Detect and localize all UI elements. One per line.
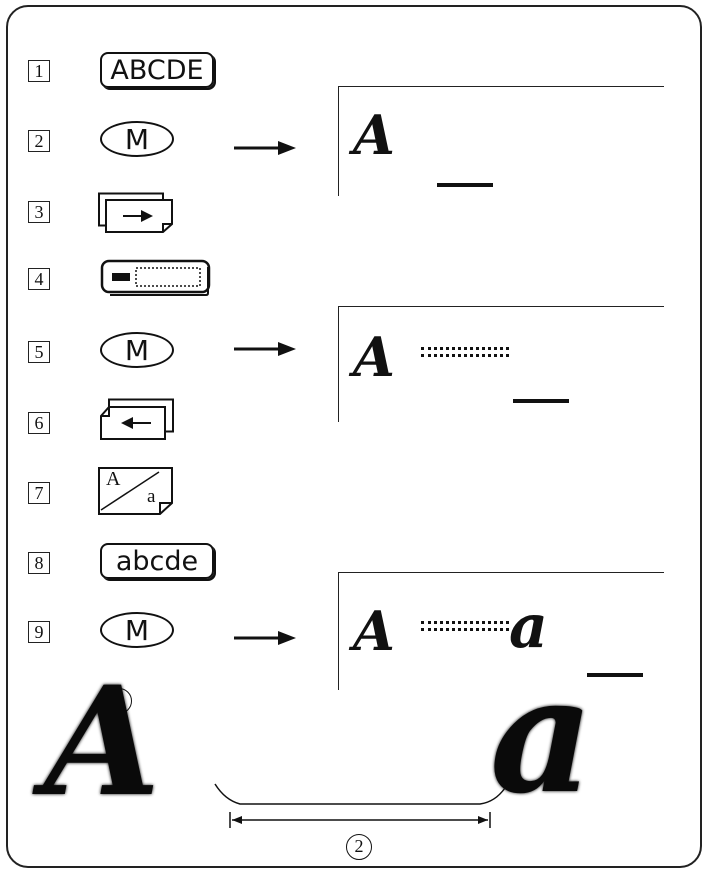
callout-1: 1 (106, 688, 132, 714)
display-glyph: A (353, 599, 395, 663)
case-toggle-icon (98, 467, 173, 515)
step-number: 4 (28, 268, 50, 290)
step-number: 3 (28, 201, 50, 223)
previous-page-icon (100, 398, 174, 440)
space-dots (421, 347, 509, 357)
text-cursor (587, 673, 643, 677)
step-number: 1 (28, 60, 50, 82)
step-number: 5 (28, 341, 50, 363)
callout-2: 2 (346, 834, 372, 860)
memory-key[interactable]: M (100, 332, 174, 368)
lcd-display: A (338, 306, 664, 422)
lcd-display: A (338, 86, 664, 196)
memory-key[interactable]: M (100, 121, 174, 157)
text-cursor (513, 399, 569, 403)
right-arrow-icon (234, 631, 296, 645)
text-cursor (437, 183, 493, 187)
display-glyph: A (353, 103, 395, 167)
next-page-icon (98, 192, 173, 233)
instruction-frame (6, 5, 702, 868)
space-dots (421, 621, 509, 631)
lowercase-key[interactable]: abcde (100, 543, 214, 579)
right-arrow-icon (234, 141, 296, 155)
uppercase-key[interactable]: ABCDE (100, 52, 214, 88)
step-number: 6 (28, 412, 50, 434)
case-toggle-key[interactable]: A a (97, 466, 175, 516)
right-arrow-icon (234, 342, 296, 356)
display-glyph: A (353, 325, 395, 389)
next-page-key[interactable] (97, 192, 175, 234)
step-number: 9 (28, 621, 50, 643)
space-key[interactable] (100, 259, 214, 297)
previous-page-key[interactable] (97, 398, 175, 442)
space-key-icon (100, 259, 211, 296)
step-number: 2 (28, 130, 50, 152)
case-lower-label: a (147, 486, 156, 507)
step-number: 7 (28, 482, 50, 504)
lcd-display: A a (338, 572, 664, 690)
stitched-letter-a-lower: a (490, 641, 594, 829)
connecting-thread (214, 783, 506, 805)
stitched-letter-a-upper: A (44, 654, 161, 830)
dimension-arrow (229, 812, 491, 828)
memory-key[interactable]: M (100, 612, 174, 648)
display-glyph-second: a (509, 592, 548, 662)
step-number: 8 (28, 552, 50, 574)
case-upper-label: A (106, 468, 121, 490)
